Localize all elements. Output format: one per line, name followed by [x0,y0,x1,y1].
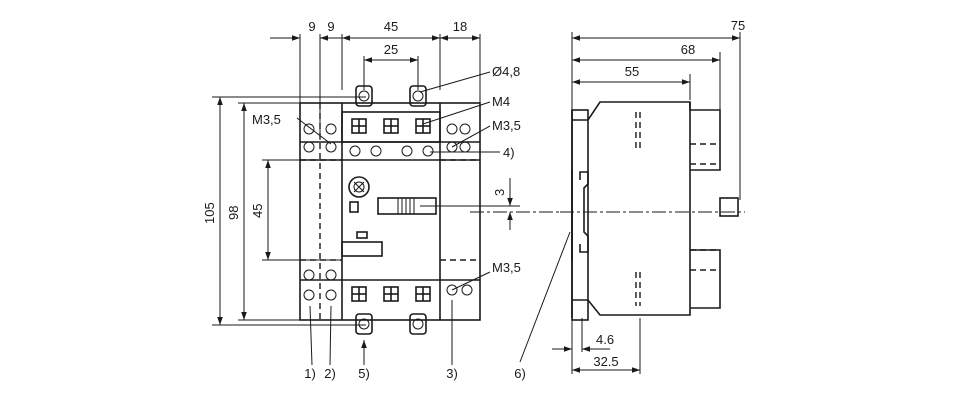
lower-mounting-lugs [355,313,427,335]
ref-5: 5) [358,366,370,381]
front-view: 9 9 45 18 25 Ø4,8 M4 M3,5 M3,5 4) M3,5 1… [202,19,560,381]
dim-9-left: 9 [308,19,315,34]
dim-68: 68 [681,42,695,57]
label-m35-right-top: M3,5 [492,118,521,133]
ref-6: 6) [514,366,526,381]
dim-55: 55 [625,64,639,79]
side-view: 75 68 55 4.6 32.5 6) [514,18,745,381]
dim-hole-diameter: Ø4,8 [492,64,520,79]
upper-main-terminals [351,118,431,134]
dim-25: 25 [384,42,398,57]
label-m4: M4 [492,94,510,109]
ref-3: 3) [446,366,458,381]
upper-aux-screws [303,123,471,157]
dim-75: 75 [731,18,745,33]
dim-32-5: 32.5 [593,354,618,369]
label-m35-left: M3,5 [252,112,281,127]
dim-9-right: 9 [327,19,334,34]
upper-mounting-lugs [355,85,427,107]
dim-45-height: 45 [250,204,265,218]
dim-105: 105 [202,202,217,224]
dim-98: 98 [226,206,241,220]
dim-18: 18 [453,19,467,34]
ref-4: 4) [503,145,515,160]
ref-2: 2) [324,366,336,381]
label-m35-right-bottom: M3,5 [492,260,521,275]
lower-aux-screws [303,269,473,301]
dim-3: 3 [492,189,507,196]
ref-1: 1) [304,366,316,381]
lower-main-terminals [351,286,431,302]
adjustment-dial [348,176,370,198]
dim-4-6: 4.6 [596,332,614,347]
dim-45-top: 45 [384,19,398,34]
